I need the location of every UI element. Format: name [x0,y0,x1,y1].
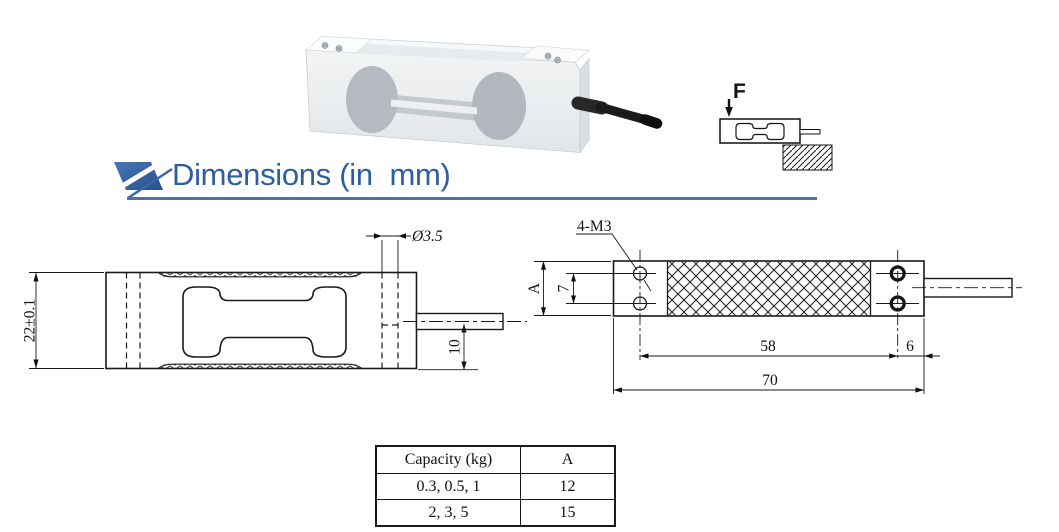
capacity-cell: 0.3, 0.5, 1 [375,473,521,500]
capacity-table-header-row: Capacity (kg) A [375,445,616,474]
dim-width-a [534,261,611,316]
bone-cutout [182,286,347,358]
dim-70-label: 70 [762,372,778,389]
thread-callout [576,233,652,292]
capacity-cell: 2, 3, 5 [375,499,521,527]
dim-hole-spacing-label: 7 [556,284,573,292]
thread-note-label: 4-M3 [577,218,612,235]
force-label: F [733,80,746,103]
force-diagram-bone-cutout [735,122,785,141]
product-photo [304,36,663,154]
brand-parallelogram-icon [114,162,173,200]
top-view-drawing: 4-M3 A 7 [526,218,1022,394]
section-title: Dimensions (in mm) [172,157,451,192]
dim-cable-offset-label: 10 [447,339,464,355]
table-row: 2, 3, 5 15 [375,499,616,527]
support-block [782,144,833,171]
dim-70 [613,318,924,394]
capacity-header-cell: Capacity (kg) [375,445,521,474]
front-view-drawing: 22±0.1 Ø3.5 10 [22,228,527,371]
dim-height-label: 22±0.1 [22,299,39,342]
capacity-table: Capacity (kg) A 0.3, 0.5, 1 12 2, 3, 5 1… [375,445,616,527]
mounting-screws [321,42,561,64]
a-value-cell: 15 [520,499,616,527]
dim-cable-hole-label: Ø3.5 [411,228,443,245]
dim-width-a-label: A [526,282,543,294]
force-diagram: F [719,80,833,171]
dim-height [29,272,104,369]
dim-hole-spacing [571,273,576,304]
section-underline [127,197,817,200]
a-value-cell: 12 [520,473,616,500]
dim-cable-hole [366,233,411,273]
a-header-cell: A [520,445,616,474]
dim-cable-offset [418,324,478,371]
force-arrow [725,107,733,117]
dim-6-label: 6 [906,338,914,355]
dim-58-label: 58 [760,338,776,355]
cable [571,96,663,129]
table-row: 0.3, 0.5, 1 12 [375,473,616,500]
dim-58-6 [640,318,940,394]
